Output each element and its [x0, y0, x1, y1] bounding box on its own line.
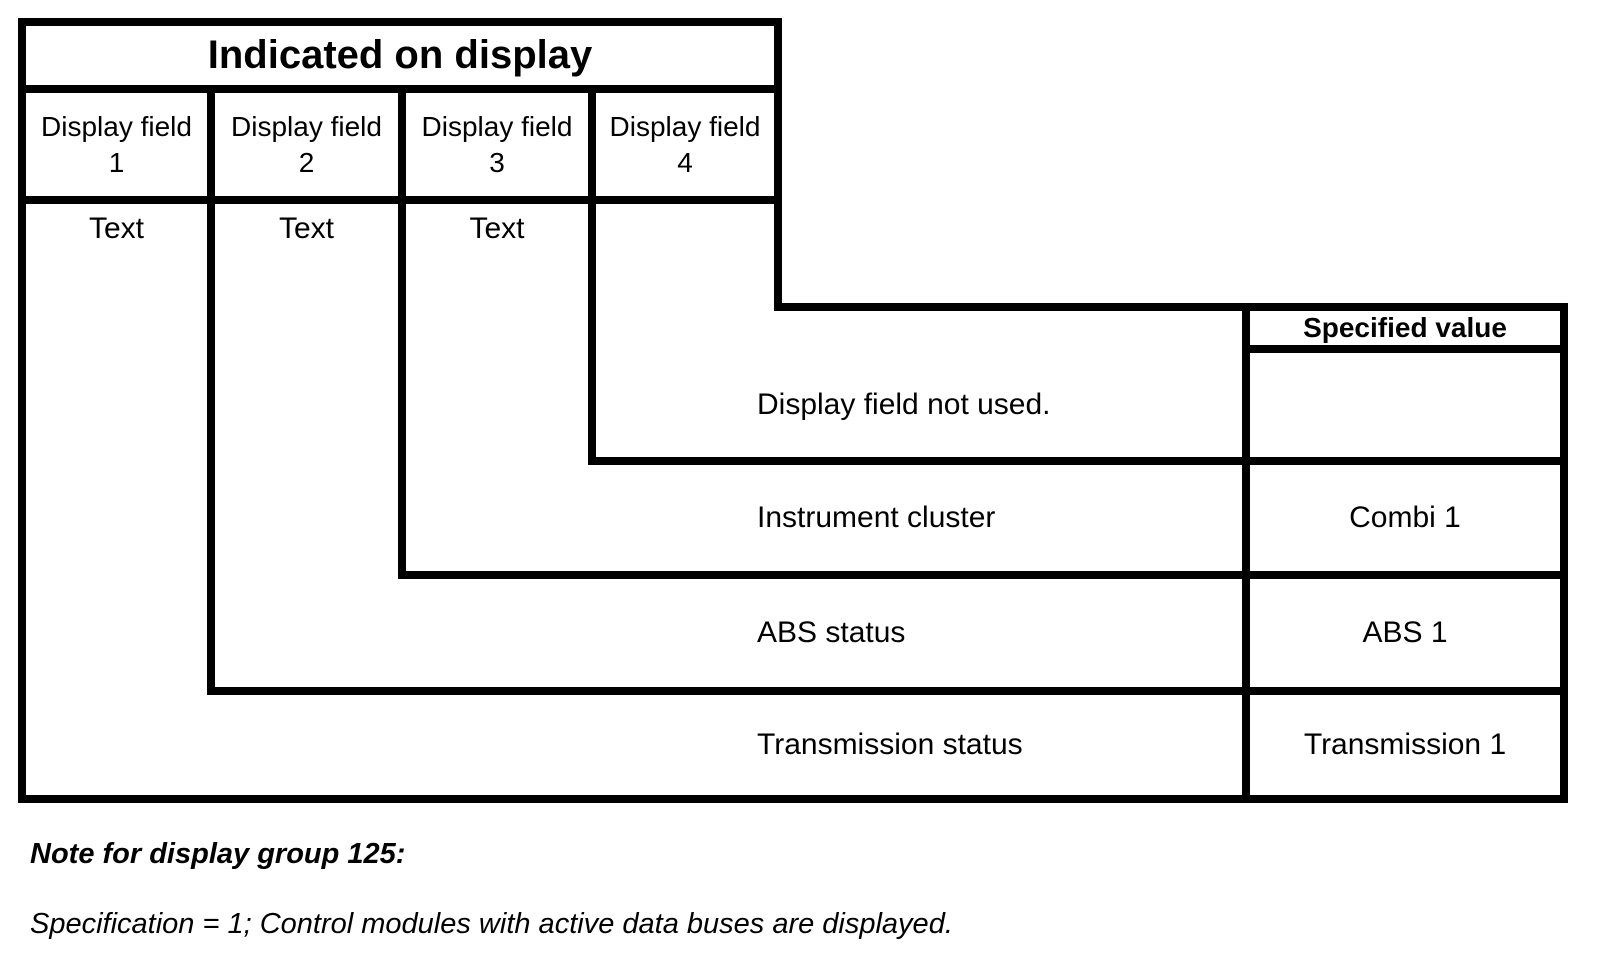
table-border-top — [18, 18, 782, 26]
table-border-under-specified-value — [1242, 345, 1568, 353]
table-border-left — [18, 18, 26, 803]
row-label-instrument-cluster: Instrument cluster — [757, 501, 996, 534]
column-header-label: Display field — [421, 110, 573, 142]
table-border-row1-bottom — [588, 457, 1568, 465]
column-header-display-field-1: Display field 1 — [26, 93, 207, 196]
column-header-display-field-2: Display field 2 — [215, 93, 398, 196]
table-title: Indicated on display — [207, 33, 593, 77]
specified-value-combi: Combi 1 — [1349, 501, 1461, 534]
display-field-2-content: Text — [278, 212, 335, 245]
table-border-col3 — [588, 85, 596, 465]
column-header-label: Display field — [231, 110, 382, 142]
specified-value-abs: ABS 1 — [1362, 616, 1448, 649]
display-field-3-content: Text — [469, 212, 525, 245]
specified-value-header: Specified value — [1303, 312, 1507, 343]
column-header-display-field-4: Display field 4 — [596, 93, 774, 196]
row-label-abs-status: ABS status — [757, 616, 906, 649]
table-border-row1-top — [774, 303, 1568, 311]
table-border-row3-bottom — [207, 687, 1568, 695]
table-border-col4 — [774, 18, 782, 311]
display-field-1-content: Text — [88, 212, 145, 245]
table-border-row2-bottom — [398, 571, 1568, 579]
column-header-label: Display field — [609, 110, 761, 142]
specified-value-transmission: Transmission 1 — [1303, 728, 1507, 761]
table-border-col2 — [398, 85, 406, 579]
column-header-number: 4 — [677, 146, 693, 178]
column-header-number: 2 — [298, 146, 315, 178]
row-label-display-field-not-used: Display field not used. — [757, 388, 1051, 421]
row-label-transmission-status: Transmission status — [757, 728, 1023, 761]
column-header-number: 3 — [489, 146, 505, 178]
table-border-specified-value-left — [1242, 303, 1250, 803]
column-header-display-field-3: Display field 3 — [406, 93, 588, 196]
table-border-col1 — [207, 85, 215, 695]
note-heading: Note for display group 125: — [30, 838, 406, 870]
table-border-right — [1560, 303, 1568, 803]
note-body: Specification = 1; Control modules with … — [30, 908, 953, 940]
specified-value-empty — [1250, 353, 1560, 457]
column-header-number: 1 — [108, 146, 125, 178]
table-border-bottom — [18, 795, 1568, 803]
column-header-label: Display field — [41, 110, 192, 142]
